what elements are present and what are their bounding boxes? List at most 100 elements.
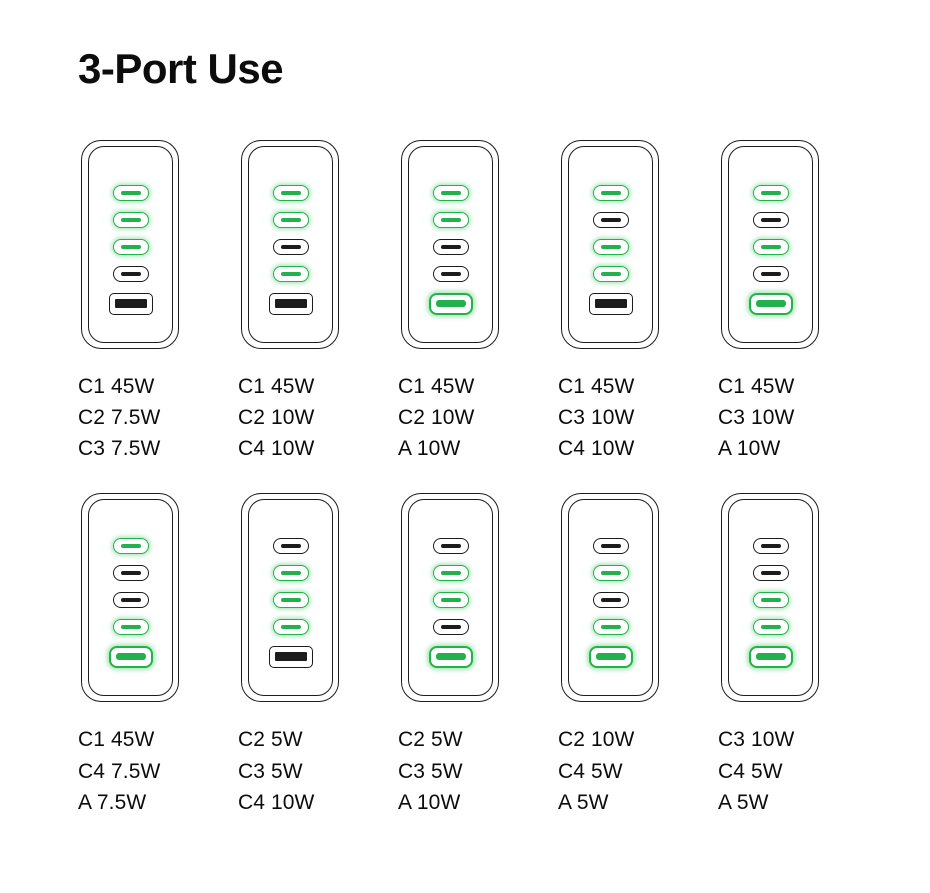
power-label-line: C1 45W bbox=[718, 375, 795, 398]
port-slot bbox=[600, 244, 621, 249]
usb-a-port-a-inactive-icon bbox=[268, 292, 313, 315]
port-slot bbox=[115, 653, 146, 661]
usb-c-port-c2-active-icon bbox=[112, 211, 149, 228]
port-slot bbox=[435, 300, 466, 307]
usb-a-port-a-active-icon bbox=[588, 645, 633, 668]
charger-illustration bbox=[721, 140, 819, 349]
usb-c-port-c3-active-icon bbox=[432, 591, 469, 608]
usb-c-port-c3-active-icon bbox=[112, 238, 149, 255]
charger-illustration bbox=[241, 493, 339, 703]
power-label-line: C2 5W bbox=[398, 728, 463, 752]
port-slot bbox=[120, 543, 141, 548]
usb-c-port-c3-inactive-icon bbox=[112, 591, 149, 608]
usb-c-port-c3-active-icon bbox=[752, 591, 789, 608]
port-slot bbox=[594, 299, 627, 308]
charger-power-labels: C1 45W C3 10W A 10W bbox=[718, 373, 794, 463]
port-slot bbox=[435, 653, 466, 661]
power-label-line: C2 10W bbox=[238, 406, 315, 430]
port-slot bbox=[440, 190, 461, 195]
charger-combination-card: C1 45W C2 10W C4 10W bbox=[238, 140, 398, 463]
port-slot bbox=[760, 271, 781, 276]
port-slot bbox=[755, 653, 786, 661]
charger-illustration bbox=[81, 140, 179, 349]
page-title: 3-Port Use bbox=[78, 45, 284, 92]
charger-illustration bbox=[561, 140, 659, 349]
charger-illustration bbox=[241, 140, 339, 349]
port-slot bbox=[120, 271, 141, 276]
usb-c-port-c4-active-icon bbox=[752, 618, 789, 635]
power-label-line: C4 5W bbox=[718, 759, 783, 783]
usb-c-port-c3-active-icon bbox=[272, 591, 309, 608]
usb-a-port-a-inactive-icon bbox=[588, 292, 633, 315]
usb-c-port-c1-inactive-icon bbox=[432, 537, 469, 554]
port-slot bbox=[600, 597, 621, 602]
usb-c-port-c2-active-icon bbox=[272, 211, 309, 228]
charger-port-stack bbox=[568, 499, 653, 696]
port-slot bbox=[440, 271, 461, 276]
power-label-line: C1 45W bbox=[78, 375, 155, 398]
power-label-line: C1 45W bbox=[558, 375, 635, 398]
port-slot bbox=[600, 570, 621, 575]
usb-c-port-c2-inactive-icon bbox=[592, 211, 629, 228]
charger-illustration bbox=[721, 493, 819, 703]
power-label-line: C4 10W bbox=[238, 437, 315, 461]
usb-a-port-a-inactive-icon bbox=[108, 292, 153, 315]
power-label-line: C3 7.5W bbox=[78, 437, 161, 461]
port-slot bbox=[760, 190, 781, 195]
usb-a-port-a-active-icon bbox=[428, 645, 473, 668]
port-slot bbox=[600, 271, 621, 276]
usb-c-port-c1-inactive-icon bbox=[272, 537, 309, 554]
port-slot bbox=[760, 624, 781, 629]
power-label-line: A 7.5W bbox=[78, 790, 147, 814]
port-slot bbox=[600, 217, 621, 222]
charger-port-stack bbox=[248, 499, 333, 696]
usb-c-port-c2-active-icon bbox=[592, 564, 629, 581]
port-slot bbox=[440, 244, 461, 249]
usb-a-port-a-active-icon bbox=[108, 645, 153, 668]
port-slot bbox=[760, 244, 781, 249]
usb-a-port-a-active-icon bbox=[748, 292, 793, 315]
charger-illustration bbox=[401, 140, 499, 349]
port-slot bbox=[280, 597, 301, 602]
usb-c-port-c3-active-icon bbox=[592, 238, 629, 255]
charger-port-stack bbox=[408, 146, 493, 343]
usb-c-port-c3-inactive-icon bbox=[592, 591, 629, 608]
port-slot bbox=[280, 624, 301, 629]
usb-c-port-c4-active-icon bbox=[592, 618, 629, 635]
power-label-line: C2 5W bbox=[238, 728, 303, 752]
power-label-line: C1 45W bbox=[398, 375, 475, 398]
port-slot bbox=[280, 271, 301, 276]
charger-power-labels: C1 45W C2 10W C4 10W bbox=[238, 373, 314, 463]
power-label-line: C3 5W bbox=[238, 759, 303, 783]
port-slot bbox=[280, 244, 301, 249]
usb-c-port-c4-inactive-icon bbox=[432, 618, 469, 635]
port-slot bbox=[120, 244, 141, 249]
port-slot bbox=[114, 299, 147, 308]
port-slot bbox=[120, 570, 141, 575]
power-label-line: C2 10W bbox=[558, 728, 635, 752]
charger-port-stack bbox=[408, 499, 493, 696]
power-label-line: C1 45W bbox=[238, 375, 315, 398]
port-slot bbox=[600, 543, 621, 548]
port-slot bbox=[120, 624, 141, 629]
usb-c-port-c2-inactive-icon bbox=[112, 564, 149, 581]
port-slot bbox=[280, 570, 301, 575]
power-label-line: C3 10W bbox=[718, 728, 795, 752]
power-label-line: A 10W bbox=[718, 437, 781, 461]
usb-c-port-c4-active-icon bbox=[272, 265, 309, 282]
usb-c-port-c3-inactive-icon bbox=[432, 238, 469, 255]
usb-c-port-c4-active-icon bbox=[112, 618, 149, 635]
power-label-line: C3 10W bbox=[718, 406, 795, 430]
charger-port-stack bbox=[568, 146, 653, 343]
usb-c-port-c4-inactive-icon bbox=[752, 265, 789, 282]
